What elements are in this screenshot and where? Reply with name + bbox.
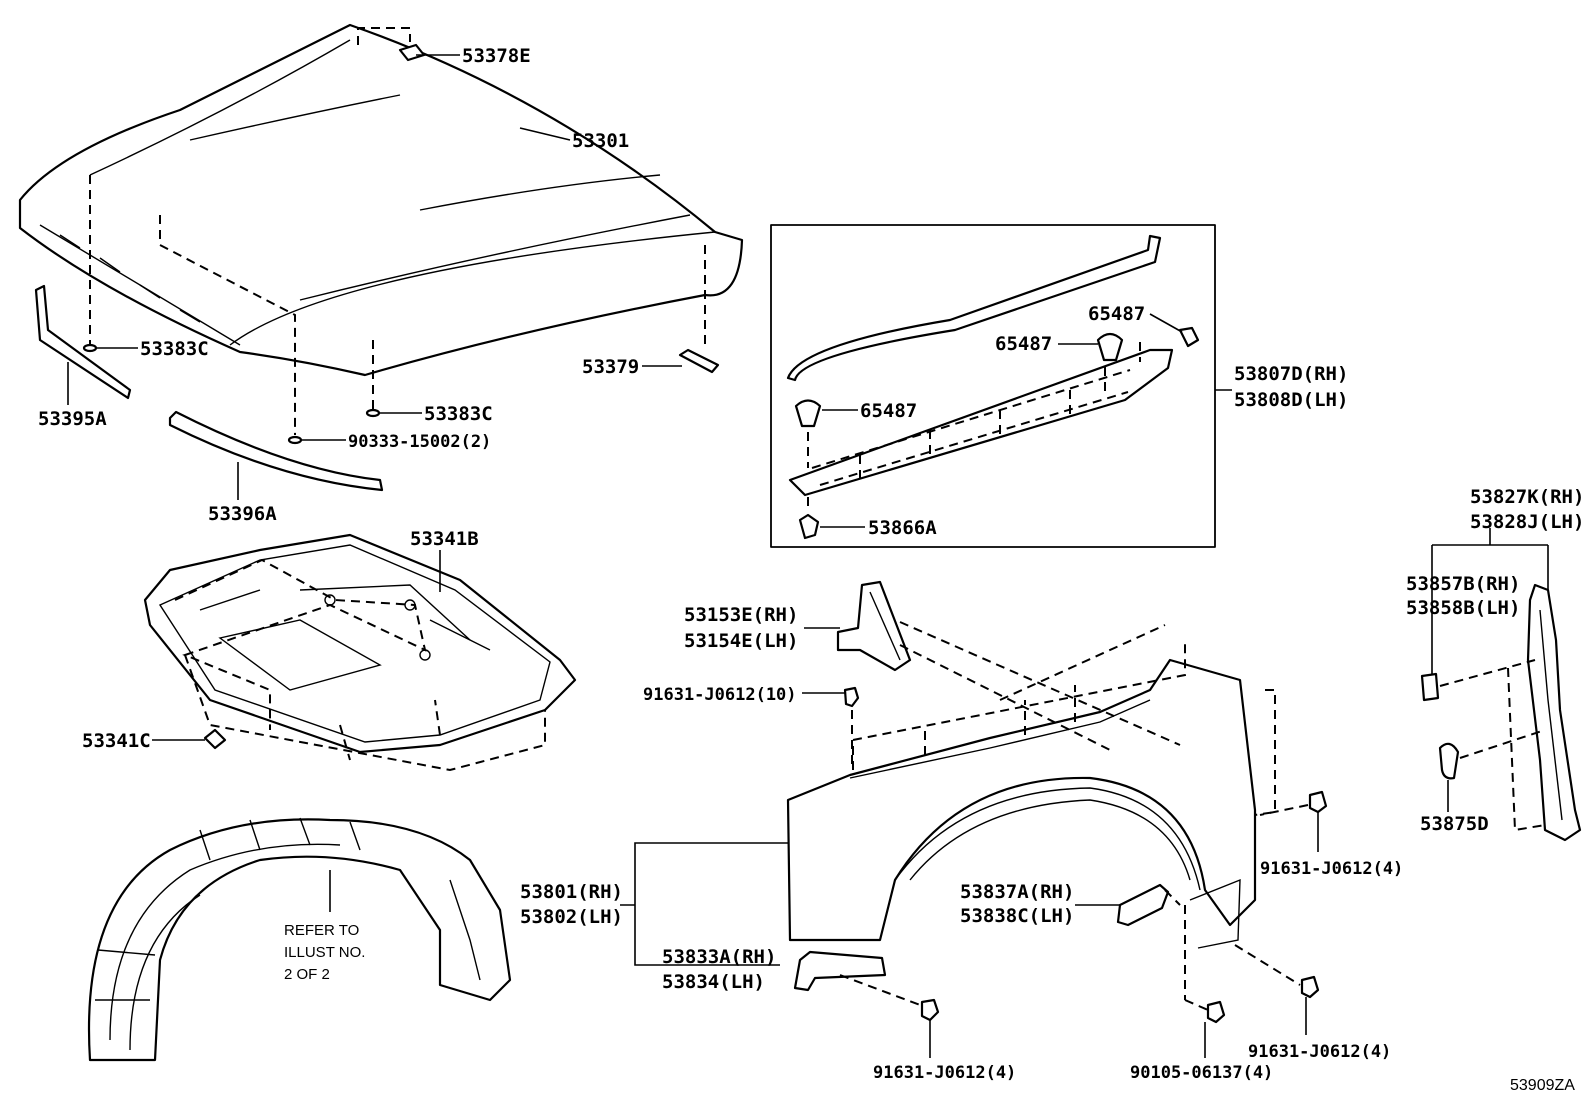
moulding-strip (786, 234, 1162, 382)
front-fender (786, 658, 1257, 949)
diagram-code: 53909ZA (1510, 1077, 1575, 1094)
label-53827k: 53827K(RH) (1470, 486, 1584, 508)
label-53154e: 53154E(LH) (684, 630, 798, 652)
cushion-53383c-upper (82, 343, 98, 353)
label-53153e: 53153E(RH) (684, 604, 798, 626)
label-90105: 90105-06137(4) (1130, 1063, 1273, 1083)
label-65487-left: 65487 (860, 400, 917, 422)
label-65487-right: 65487 (1088, 303, 1145, 325)
fender-liner (87, 817, 512, 1062)
label-53875d: 53875D (1420, 813, 1489, 835)
label-53857b: 53857B(RH) (1406, 573, 1520, 595)
label-53808d: 53808D(LH) (1234, 389, 1348, 411)
bolt-91631-4-bottom-right (1300, 975, 1320, 999)
clip-53341c (203, 728, 227, 750)
label-53383c-lower: 53383C (424, 403, 493, 425)
bolt-91631-4-right (1308, 790, 1328, 814)
bolt-91631-10 (843, 686, 860, 708)
label-53834: 53834(LH) (662, 971, 765, 993)
note-line3: 2 OF 2 (284, 966, 330, 983)
label-53807d: 53807D(RH) (1234, 363, 1348, 385)
garnish-53807d (788, 348, 1174, 497)
clip-65487-right (1178, 326, 1200, 348)
seal-53396a (168, 410, 384, 492)
label-65487-mid: 65487 (995, 333, 1052, 355)
note-line2: ILLUST NO. (284, 944, 365, 961)
label-91631-4-right: 91631-J0612(4) (1260, 859, 1403, 879)
label-53301: 53301 (572, 130, 629, 152)
label-53341b: 53341B (410, 528, 479, 550)
seal-53827k (1526, 583, 1582, 842)
label-90333: 90333-15002(2) (348, 432, 491, 452)
bolt-90105 (1206, 1000, 1226, 1024)
plug-90333 (287, 435, 303, 445)
label-53383c-upper: 53383C (140, 338, 209, 360)
clip-53866a (798, 513, 820, 540)
cushion-53857b (1420, 672, 1440, 702)
note-line1: REFER TO (284, 922, 359, 939)
cushion-53383c-lower (365, 408, 381, 418)
label-53379: 53379 (582, 356, 639, 378)
bolt-91631-4-bottom-left (920, 998, 940, 1022)
bracket-53153e (836, 580, 912, 672)
label-91631-4-bottom-left: 91631-J0612(4) (873, 1063, 1016, 1083)
label-53866a: 53866A (868, 517, 937, 539)
hood-insulator-53341b (143, 533, 577, 754)
label-53858b: 53858B(LH) (1406, 597, 1520, 619)
label-53801: 53801(RH) (520, 881, 623, 903)
label-53396a: 53396A (208, 503, 277, 525)
moulding-detail-box (770, 224, 1216, 548)
cushion-53379 (678, 348, 720, 374)
plug-53875d (1438, 742, 1460, 780)
bracket-53833a (793, 950, 887, 992)
bracket-53837a (1116, 883, 1170, 927)
label-53838c: 53838C(LH) (960, 905, 1074, 927)
label-91631-10: 91631-J0612(10) (643, 685, 797, 705)
label-53833a: 53833A(RH) (662, 946, 776, 968)
label-91631-4-bottom-right: 91631-J0612(4) (1248, 1042, 1391, 1062)
clip-65487-mid (1096, 332, 1124, 362)
label-53828j: 53828J(LH) (1470, 511, 1584, 533)
label-53378e: 53378E (462, 45, 531, 67)
label-53802: 53802(LH) (520, 906, 623, 928)
label-53395a: 53395A (38, 408, 107, 430)
label-53341c: 53341C (82, 730, 151, 752)
seal-53395a (34, 284, 132, 400)
label-53837a: 53837A(RH) (960, 881, 1074, 903)
clip-65487-left (794, 399, 822, 428)
hood-panel (18, 23, 744, 377)
